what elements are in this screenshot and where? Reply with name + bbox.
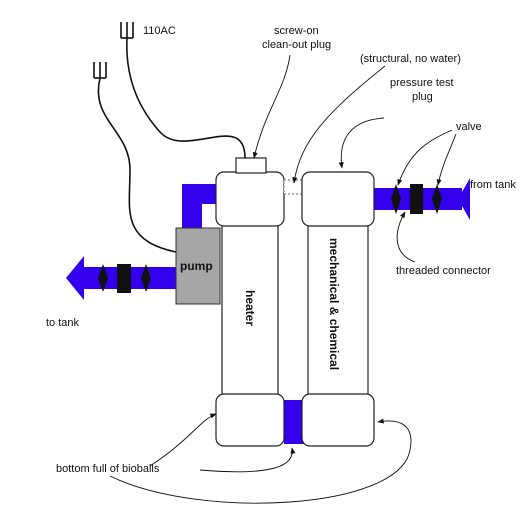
heater-canister: heater [215, 157, 285, 447]
outlet-fittings [98, 264, 151, 293]
structural-leader [292, 65, 386, 184]
bioballs-label: bottom full of bioballs [56, 463, 160, 475]
bioballs-leader-center [199, 447, 296, 473]
inlet-threaded-connector [410, 184, 423, 214]
heater-bottom-cap [215, 393, 285, 447]
pump: pump [175, 227, 221, 305]
from-tank-flare [458, 178, 470, 220]
bottom-link-pipe [284, 400, 306, 444]
mech-chem-bottom-cap [301, 393, 375, 447]
plug-icon [120, 22, 134, 39]
outlet-threaded-connector [117, 264, 131, 293]
heater-label: heater [243, 290, 257, 326]
plug-icon [93, 62, 107, 79]
pressure-leader [338, 117, 385, 169]
threaded-connector-label: threaded connector [396, 265, 491, 277]
pump-body [175, 227, 221, 305]
cleanout-leader [252, 54, 291, 159]
cleanout-label-line2: clean-out plug [262, 39, 331, 51]
valve-label: valve [456, 121, 482, 133]
from-tank-label: from tank [470, 179, 516, 191]
outlet-valve-right [141, 264, 151, 292]
cleanout-label-line1: screw-on [274, 25, 319, 37]
mech-chem-top-cap [301, 171, 375, 227]
valve-leader-right [436, 133, 457, 186]
pump-label: pump [180, 259, 213, 273]
leader-lines [109, 54, 457, 504]
to-tank-arrowhead [66, 256, 84, 300]
pump-power-cord [97, 77, 177, 253]
annotations: 110AC screw-on clean-out plug (structura… [46, 25, 516, 475]
power-label: 110AC [143, 25, 176, 37]
bioballs-leader-right [109, 418, 412, 504]
structural-label: (structural, no water) [360, 53, 461, 65]
valve-leader-left [397, 129, 453, 186]
threaded-connector-leader [396, 211, 416, 263]
inlet-valve-right [432, 184, 442, 214]
mech-chem-label: mechanical & chemical [327, 238, 341, 370]
heater-power-cord [126, 37, 246, 159]
inlet-fittings [391, 184, 442, 214]
mech-chem-tube [307, 221, 369, 399]
inlet-valve-left [391, 184, 401, 214]
pressure-label-line1: pressure test [390, 77, 454, 89]
bioballs-leader-left [149, 413, 217, 467]
mech-chem-canister: mechanical & chemical [301, 171, 375, 447]
pressure-label-line2: plug [412, 91, 433, 103]
outlet-valve-left [98, 264, 108, 292]
cleanout-plug [235, 157, 267, 174]
pump-riser-pipe [182, 184, 202, 232]
to-tank-label: to tank [46, 317, 80, 329]
heater-top-cap [215, 171, 285, 227]
power-cords [93, 22, 246, 253]
